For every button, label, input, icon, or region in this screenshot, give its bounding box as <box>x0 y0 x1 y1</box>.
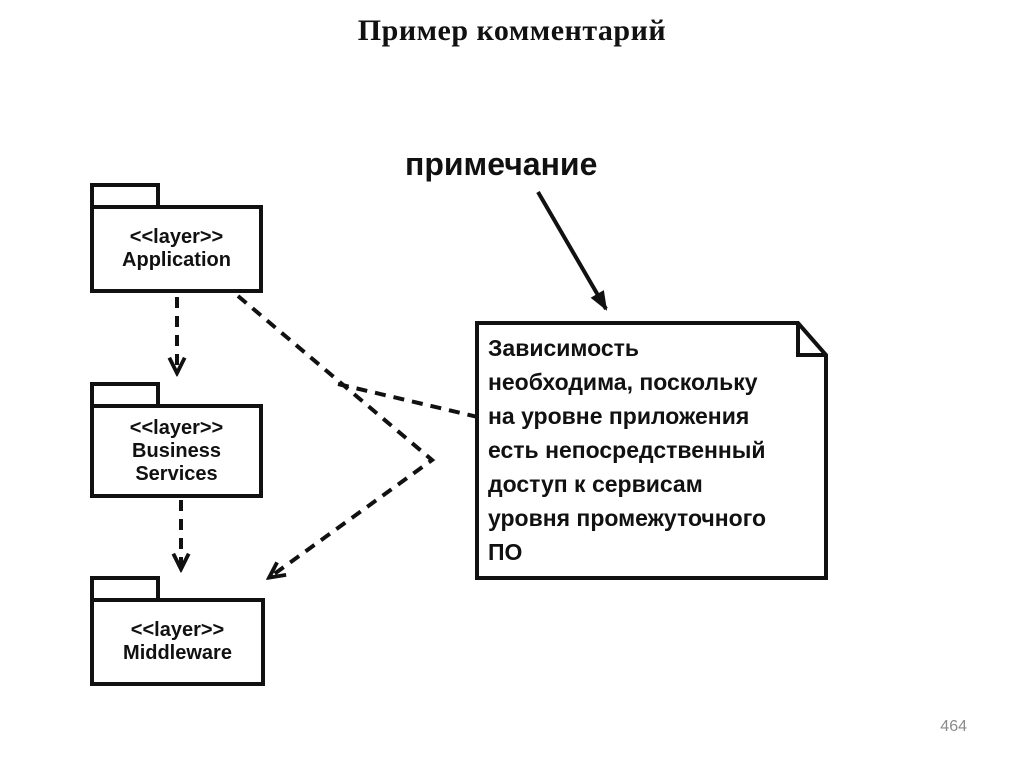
note-pointer-arrow <box>536 190 608 311</box>
note-anchor-line <box>337 382 483 420</box>
uml-note-shape <box>475 321 828 580</box>
package-name: Middleware <box>123 642 232 664</box>
dependency-arrow-application-to-middleware <box>236 294 436 577</box>
package-stereotype: <<layer>> <box>129 416 224 439</box>
package-stereotype: <<layer>> <box>129 226 224 248</box>
package-tab <box>90 576 160 602</box>
page-number: 464 <box>940 718 967 735</box>
uml-note-text: Зависимость необходима, поскольку на уро… <box>488 335 767 565</box>
package-body: <<layer>> Middleware <box>90 598 265 686</box>
package-application: <<layer>> Application <box>90 183 263 293</box>
package-body: <<layer>> Application <box>90 205 263 293</box>
package-stereotype: <<layer>> <box>130 619 225 641</box>
page-title: Пример комментарий <box>357 14 667 47</box>
package-middleware: <<layer>> Middleware <box>90 576 265 686</box>
package-tab <box>90 382 160 408</box>
package-name: Application <box>122 249 231 271</box>
package-business-services: <<layer>> Business Services <box>90 382 263 498</box>
package-body: <<layer>> Business Services <box>90 404 263 498</box>
package-name: Business Services <box>132 439 221 485</box>
uml-note-fold-icon <box>796 323 826 357</box>
package-tab <box>90 183 160 209</box>
note-pointer-label: примечание <box>405 146 598 182</box>
